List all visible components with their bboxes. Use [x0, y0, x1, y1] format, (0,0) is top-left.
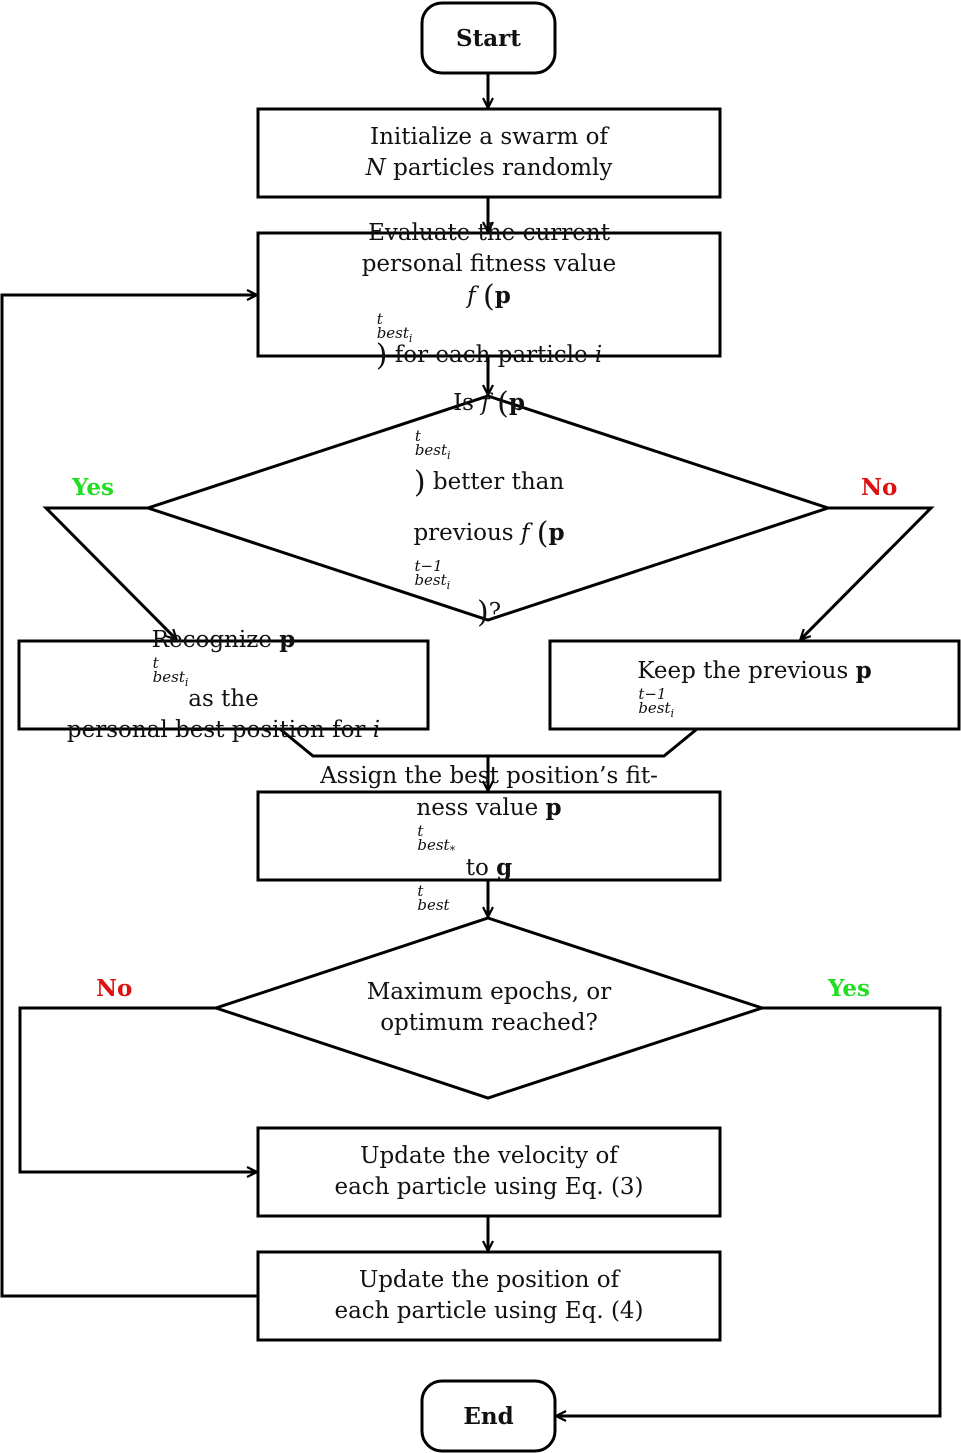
velocity-box: Update the velocity of each particle usi…: [258, 1128, 720, 1216]
arrow-d1-yes: [42, 506, 176, 639]
evaluate-line2: personal fitness value: [361, 251, 617, 277]
arrow-loop-back: [0, 295, 258, 1298]
init-box: Initialize a swarm of N particles random…: [258, 109, 720, 197]
assign-line1: Assign the best position’s fit-: [320, 762, 658, 789]
merge-right: [488, 727, 698, 758]
position-line2: each particle using Eq. (4): [334, 1298, 644, 1324]
decision2-line2: optimum reached?: [380, 1010, 598, 1036]
decision2-text: Maximum epochs, or optimum reached?: [300, 970, 678, 1046]
velocity-line2: each particle using Eq. (3): [334, 1174, 644, 1200]
evaluate-box: Evaluate the current personal fitness va…: [258, 220, 720, 371]
start-node: Start: [422, 3, 555, 73]
recognize-box-shape: [17, 639, 430, 731]
arrow-d1-no: [801, 506, 935, 639]
label-d2-no: No: [96, 975, 133, 1002]
end-label: End: [463, 1402, 514, 1430]
label-d1-yes: Yes: [72, 474, 115, 501]
arrow-d2-no: [18, 1006, 256, 1172]
init-line1: Initialize a swarm of: [369, 124, 609, 150]
decision2-diamond: [211, 916, 767, 1100]
recognize-line2: personal best position for i: [66, 717, 381, 743]
start-label: Start: [456, 24, 521, 52]
label-d1-no: No: [861, 474, 898, 501]
velocity-line1: Update the velocity of: [360, 1143, 618, 1169]
arrow-d2-yes: [557, 1006, 942, 1416]
keep-box-shape: [548, 639, 961, 731]
init-line2: N particles randomly: [365, 155, 613, 181]
position-box: Update the position of each particle usi…: [258, 1252, 720, 1340]
evaluate-line1: Evaluate the current: [368, 220, 610, 246]
merge-left: [279, 727, 488, 758]
decision1-diamond: [143, 394, 833, 622]
decision2-line1: Maximum epochs, or: [366, 979, 612, 1005]
assign-box: Assign the best position’s fit- ness val…: [258, 763, 720, 913]
label-d2-yes: Yes: [828, 975, 871, 1002]
end-node: End: [422, 1381, 555, 1451]
position-line1: Update the position of: [358, 1267, 620, 1293]
